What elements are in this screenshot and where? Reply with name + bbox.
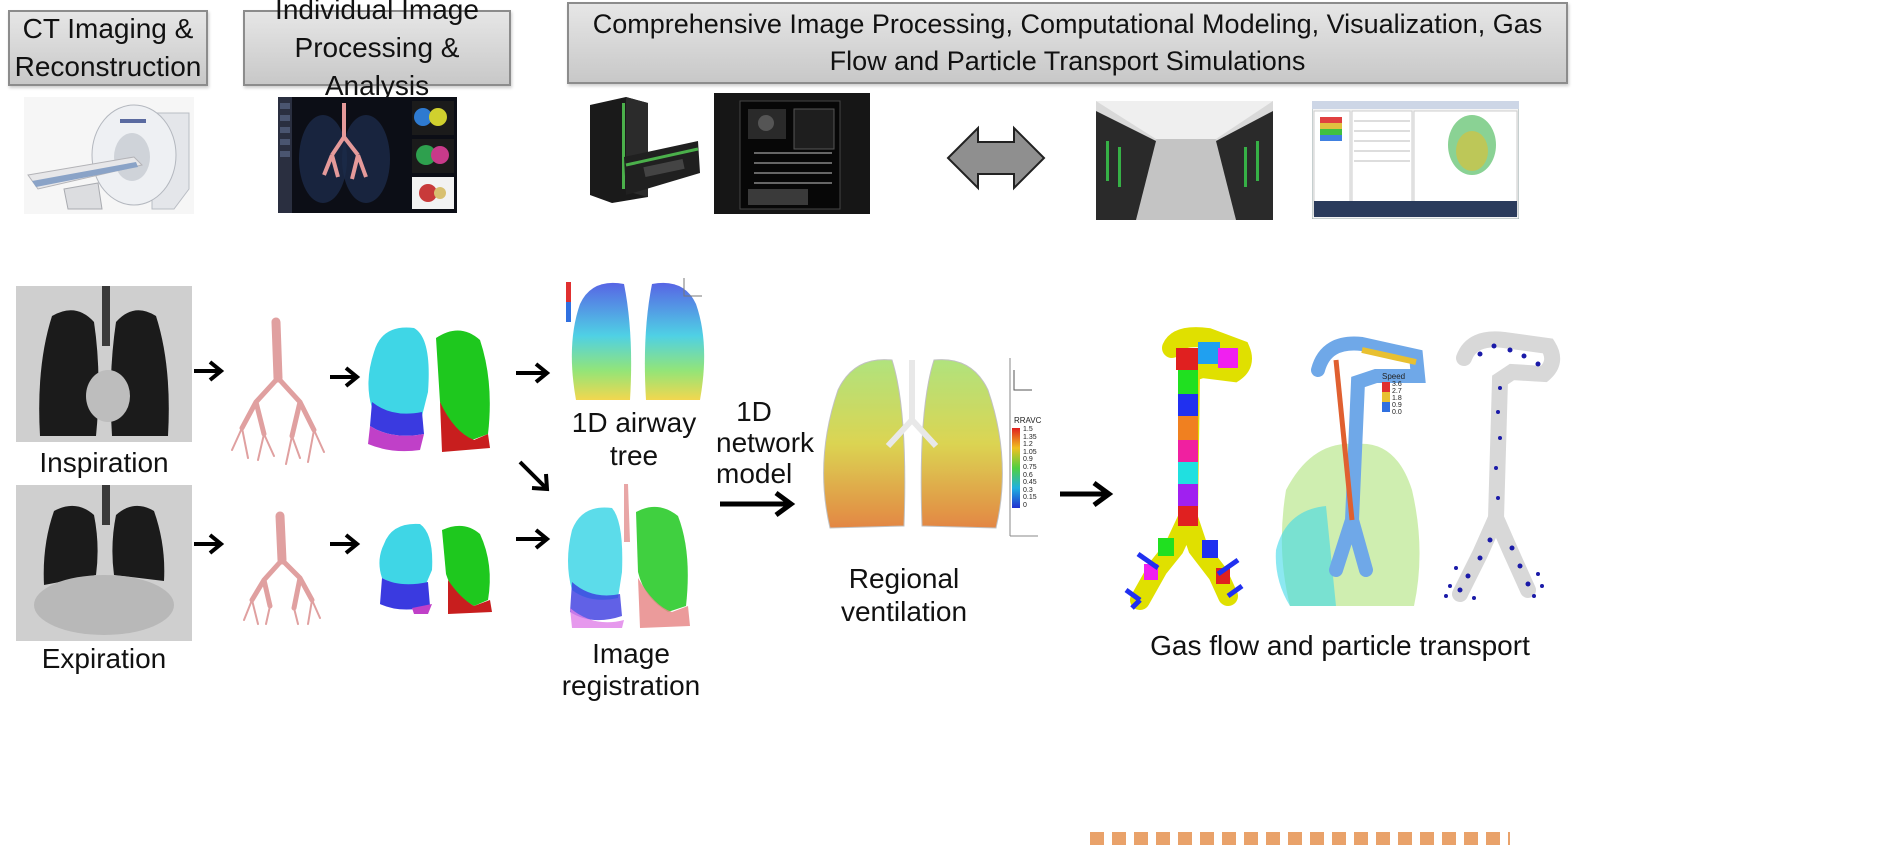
workstation-tower-image [586, 95, 702, 205]
rravc-tick: 1.35 [1023, 433, 1037, 441]
label-gas-flow-particle-transport: Gas flow and particle transport [1150, 630, 1530, 661]
label-1d-airway-tree: 1D airway tree [571, 407, 697, 471]
particle-deposition-airway [1444, 331, 1561, 602]
gas-flow-segmented-airway [1124, 327, 1252, 610]
airway-tree-1d-plot [562, 274, 714, 404]
rravc-legend-title: RRAVC [1014, 416, 1042, 425]
label-image-registration: Image registration [561, 638, 701, 701]
supercomputer-room-image [1096, 101, 1273, 220]
ct-scanner-image [24, 97, 194, 214]
speed-tick: 0.9 [1392, 402, 1402, 409]
arrow-right-icon [516, 528, 551, 550]
rravc-tick: 0.15 [1023, 494, 1037, 502]
cropped-orange-text-fragment [1090, 832, 1510, 845]
airway-tree-expiration [243, 511, 321, 625]
rravc-tick: 0.45 [1023, 479, 1037, 487]
open-pc-case-image [714, 93, 870, 214]
speed-tick: 3.6 [1392, 381, 1402, 388]
header-comprehensive: Comprehensive Image Processing, Computat… [567, 2, 1568, 84]
gas-flow-speed-airway: Speed 3.6 2.7 1.8 0.9 0.0 [1266, 330, 1426, 612]
rravc-tick: 1.2 [1023, 441, 1033, 449]
arrow-right-icon [330, 533, 361, 555]
header-image-processing: Individual Image Processing & Analysis [243, 0, 511, 101]
image-registration-lungs [568, 484, 690, 628]
arrow-right-icon [330, 366, 361, 388]
airway-tree-inspiration [231, 317, 325, 465]
arrow-diagonal-icon [518, 460, 550, 492]
speed-legend-title: Speed [1382, 372, 1406, 381]
label-inspiration: Inspiration [39, 447, 169, 478]
segmented-lungs-inspiration [368, 327, 490, 452]
regional-ventilation-plot: RRAVC 1.5 1.35 1.2 1.05 0.9 0.75 0.6 0.4… [808, 350, 1048, 550]
rravc-tick: 0 [1023, 501, 1027, 509]
rravc-legend-ticks: 1.5 1.35 1.2 1.05 0.9 0.75 0.6 0.45 0.3 … [1023, 426, 1047, 510]
speed-tick: 2.7 [1392, 388, 1402, 395]
speed-legend-ticks: 3.6 2.7 1.8 0.9 0.0 [1392, 381, 1412, 416]
arrow-right-icon [516, 362, 551, 384]
segmented-lungs-expiration [379, 523, 492, 614]
label-regional-ventilation: Regional ventilation [840, 563, 968, 627]
ct-inspiration-image [16, 286, 192, 442]
header-image-processing-text: Individual Image Processing & Analysis [275, 0, 479, 101]
double-arrow-icon [946, 125, 1046, 191]
label-expiration: Expiration [41, 643, 167, 674]
rravc-tick: 0.6 [1023, 471, 1033, 479]
ct-expiration-image [16, 485, 192, 641]
rravc-tick: 0.9 [1023, 456, 1033, 464]
rravc-tick: 0.75 [1023, 463, 1037, 471]
header-ct-imaging-text: CT Imaging & Reconstruction [14, 13, 202, 82]
rravc-tick: 1.05 [1023, 448, 1037, 456]
header-comprehensive-text: Comprehensive Image Processing, Computat… [592, 9, 1543, 76]
rravc-tick: 1.5 [1023, 426, 1033, 433]
arrow-right-icon [194, 533, 225, 555]
speed-tick: 1.8 [1392, 395, 1402, 402]
visualization-software-screenshot [1312, 101, 1519, 219]
speed-tick: 0.0 [1392, 409, 1402, 416]
arrow-right-icon [1060, 480, 1114, 508]
rravc-tick: 0.3 [1023, 486, 1033, 494]
arrow-right-icon [194, 360, 225, 382]
image-processing-screenshot [278, 97, 457, 213]
label-1d-network-model: 1D network model [716, 396, 815, 489]
header-ct-imaging: CT Imaging & Reconstruction [8, 10, 208, 86]
arrow-right-icon [720, 490, 796, 518]
